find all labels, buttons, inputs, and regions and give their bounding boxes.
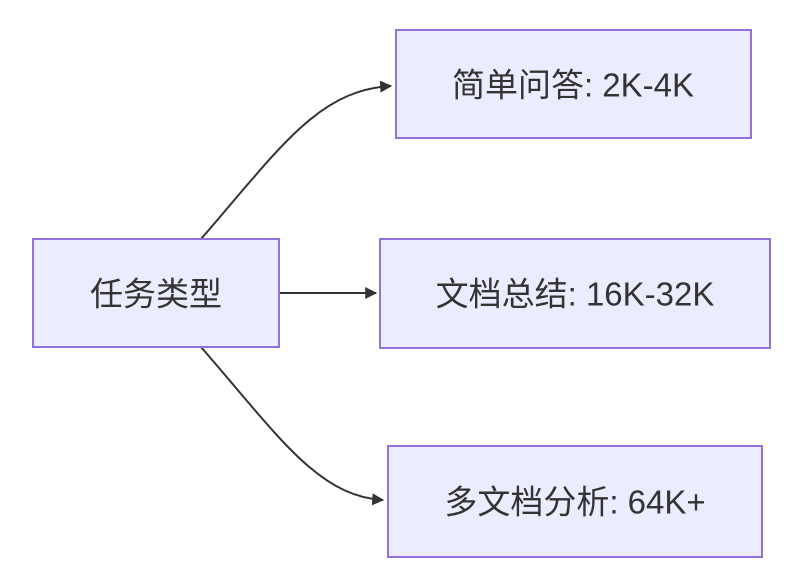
- node-multi-doc-box: [387, 445, 763, 558]
- node-task-type: 任务类型: [32, 238, 280, 348]
- node-doc-summary-label: 文档总结: 16K-32K: [436, 276, 715, 313]
- node-simple-qa-label: 简单问答: 2K-4K: [452, 67, 694, 104]
- node-simple-qa-box: [395, 29, 752, 139]
- node-task-type-box: [32, 238, 280, 348]
- edge-root-to-simple-qa: [200, 80, 393, 240]
- edge-root-to-multi-doc: [200, 346, 385, 506]
- node-multi-doc: 多文档分析: 64K+: [387, 445, 763, 558]
- node-simple-qa: 简单问答: 2K-4K: [395, 29, 752, 139]
- node-multi-doc-label: 多文档分析: 64K+: [444, 484, 705, 521]
- node-doc-summary: 文档总结: 16K-32K: [379, 238, 771, 349]
- node-task-type-label: 任务类型: [90, 276, 222, 313]
- node-doc-summary-box: [379, 238, 771, 349]
